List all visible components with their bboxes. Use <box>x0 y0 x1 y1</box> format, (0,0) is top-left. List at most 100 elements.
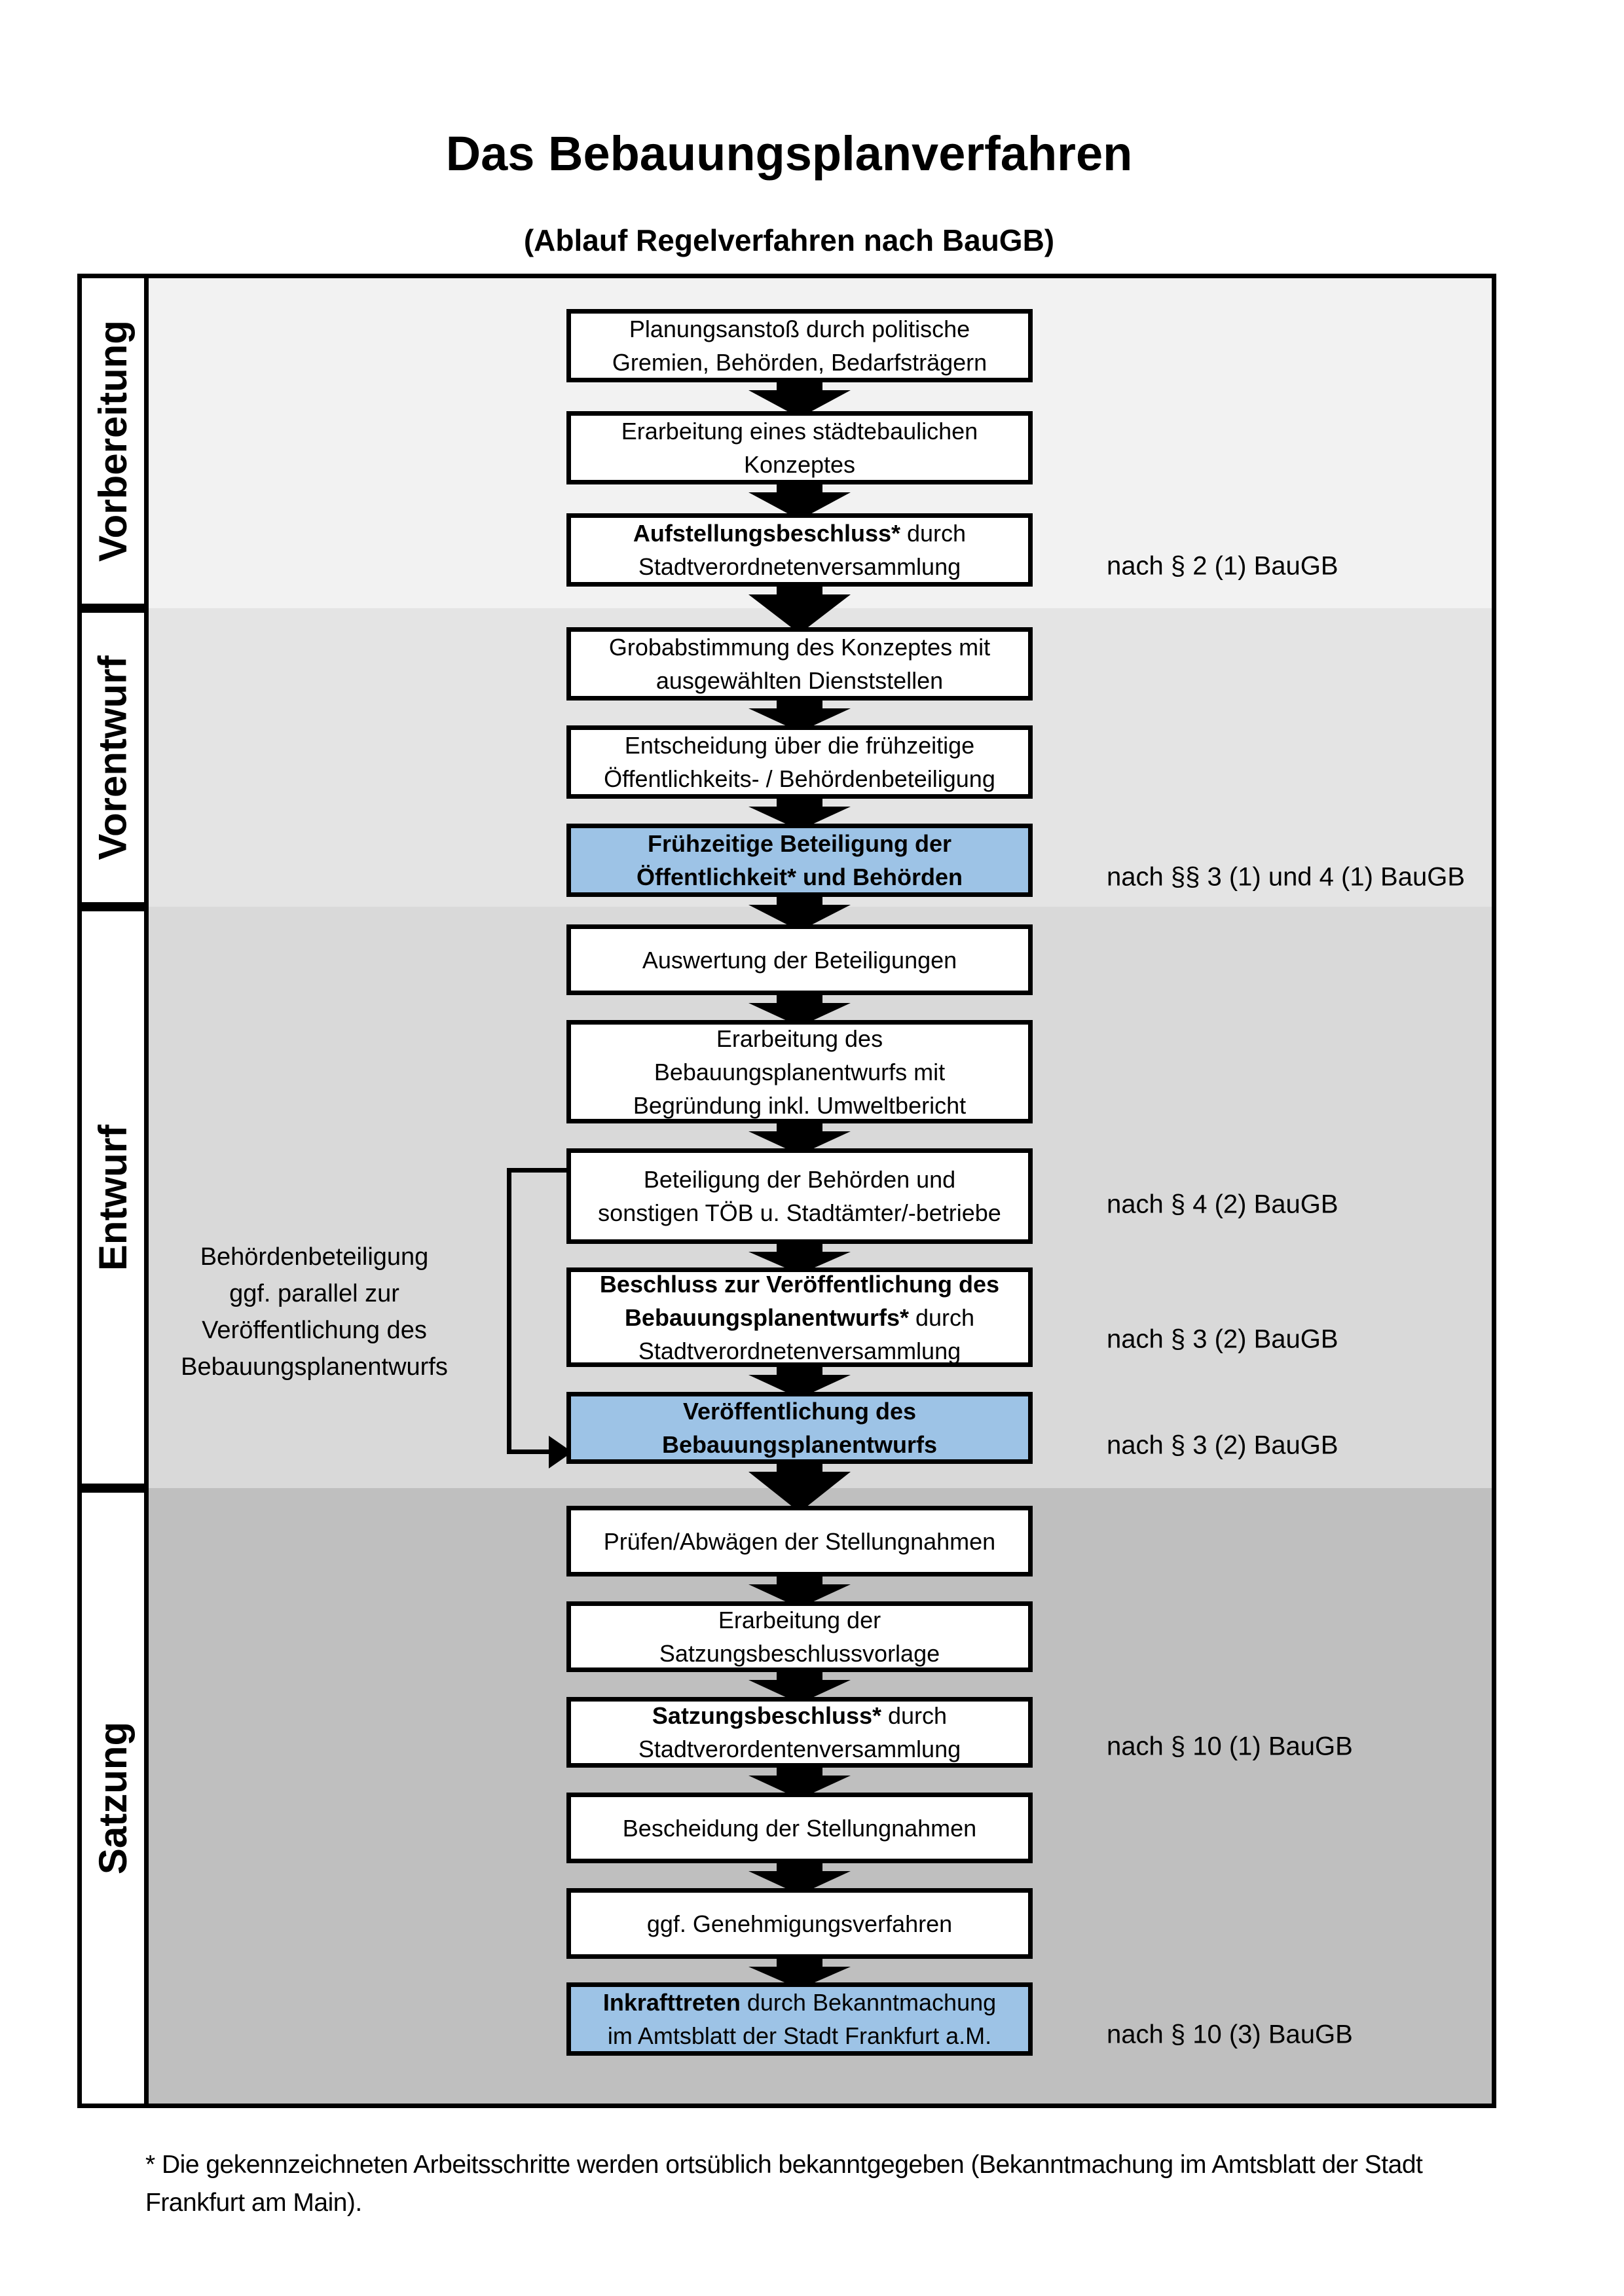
flow-box-text: durch <box>881 1702 948 1729</box>
flow-box-text-line: Bescheidung der Stellungnahmen <box>623 1812 976 1845</box>
flow-box-genehmigungsverfahren: ggf. Genehmigungsverfahren <box>566 1888 1033 1959</box>
flow-box-text: Beschluss zur Veröffentlichung des <box>599 1270 1000 1298</box>
legal-ref: nach § 3 (2) BauGB <box>1107 1430 1338 1460</box>
connector-stub-top <box>507 1168 566 1173</box>
phase-cell-vorentwurf: Vorentwurf <box>77 608 149 907</box>
phase-label: Vorbereitung <box>91 320 135 562</box>
flow-box-text: Frühzeitige Beteiligung der <box>647 830 952 857</box>
down-arrow-icon <box>748 1472 851 1512</box>
flow-box-text: ggf. Genehmigungsverfahren <box>646 1910 953 1937</box>
flow-box-text-line: Begründung inkl. Umweltbericht <box>633 1089 966 1122</box>
flow-box-text: Öffentlichkeits- / Behördenbeteiligung <box>604 765 995 792</box>
footnote-line: * Die gekennzeichneten Arbeitsschritte w… <box>145 2151 1423 2179</box>
legal-ref: nach § 10 (3) BauGB <box>1107 2020 1353 2049</box>
down-arrow-icon <box>777 1575 822 1586</box>
flow-box-text-line: Prüfen/Abwägen der Stellungnahmen <box>604 1525 995 1558</box>
flow-box-text-line: Satzungsbeschluss* durch <box>652 1699 947 1732</box>
legal-ref: nach § 4 (2) BauGB <box>1107 1190 1338 1219</box>
down-arrow-icon <box>777 797 822 808</box>
legal-ref: nach §§ 3 (1) und 4 (1) BauGB <box>1107 862 1465 892</box>
flow-box-text: Stadtverordnetenversammlung <box>638 553 961 580</box>
parallel-note-line: ggf. parallel zur <box>229 1280 399 1307</box>
flow-box-text-line: Öffentlichkeits- / Behördenbeteiligung <box>604 762 995 795</box>
flow-box-text-line: Bebauungsplanentwurfs <box>662 1428 937 1461</box>
flow-box-text: Konzeptes <box>743 451 856 478</box>
flow-box-text-line: Stadtverordentenversammlung <box>638 1732 961 1766</box>
flow-box-text: Öffentlichkeit* und Behörden <box>636 864 963 890</box>
legal-ref: nach § 10 (1) BauGB <box>1107 1732 1353 1761</box>
flow-box-text-line: ausgewählten Dienststellen <box>656 664 943 697</box>
down-arrow-icon <box>777 994 822 1004</box>
footnote: * Die gekennzeichneten Arbeitsschritte w… <box>145 2146 1534 2222</box>
flow-box-auswertung: Auswertung der Beteiligungen <box>566 924 1033 995</box>
flow-box-text-line: Beteiligung der Behörden und <box>644 1163 955 1196</box>
flow-box-text: Erarbeitung eines städtebaulichen <box>621 418 978 445</box>
flow-box-text: Inkrafttreten <box>602 1989 741 2016</box>
down-arrow-icon <box>777 1671 822 1681</box>
page-subtitle: (Ablauf Regelverfahren nach BauGB) <box>523 223 1055 257</box>
flow-box-text: Bescheidung der Stellungnahmen <box>622 1814 977 1842</box>
flow-box-text: Entscheidung über die frühzeitige <box>624 732 975 759</box>
phase-cell-satzung: Satzung <box>77 1488 149 2108</box>
flow-box-text-line: sonstigen TÖB u. Stadtämter/-betriebe <box>598 1196 1001 1230</box>
down-arrow-icon <box>777 699 822 710</box>
flow-box-text: Beteiligung der Behörden und <box>643 1166 956 1193</box>
phase-label: Vorentwurf <box>91 655 135 860</box>
flow-box-text: durch Bekanntmachung <box>740 1989 997 2016</box>
flow-box-text: Stadtverordentenversammlung <box>638 1736 961 1762</box>
flow-box-text-line: Erarbeitung des <box>716 1022 883 1055</box>
flow-box-pruefen-abwaegen: Prüfen/Abwägen der Stellungnahmen <box>566 1506 1033 1576</box>
down-arrow-icon <box>777 1862 822 1872</box>
flow-box-text: Satzungsbeschluss* <box>652 1702 882 1729</box>
flow-box-text: durch <box>900 520 967 547</box>
flow-box-text: im Amtsblatt der Stadt Frankfurt a.M. <box>607 2022 992 2049</box>
down-arrow-icon <box>777 896 822 906</box>
flow-box-text-line: Entscheidung über die frühzeitige <box>625 729 974 762</box>
flow-box-text: Auswertung der Beteiligungen <box>642 946 957 974</box>
flow-box-text-line: Stadtverordnetenversammlung <box>638 1334 961 1368</box>
down-arrow-icon <box>777 381 822 392</box>
flow-box-text: Prüfen/Abwägen der Stellungnahmen <box>603 1527 996 1555</box>
flow-box-text-line: Stadtverordnetenversammlung <box>638 550 961 583</box>
flow-box-text-line: Erarbeitung der <box>718 1603 881 1637</box>
flow-box-beteiligung-behoerden: Beteiligung der Behörden und sonstigen TÖ… <box>566 1148 1033 1244</box>
down-arrow-icon <box>777 1958 822 1968</box>
flow-box-text: Bebauungsplanentwurfs <box>661 1431 938 1458</box>
page-title: Das Bebauungsplanverfahren <box>445 126 1133 181</box>
flow-box-text-line: Inkrafttreten durch Bekanntmachung <box>603 1986 996 2019</box>
down-arrow-icon <box>777 483 822 494</box>
flow-box-text: Gremien, Behörden, Bedarfsträgern <box>612 349 987 376</box>
flow-box-text: Planungsanstoß durch politische <box>629 316 970 342</box>
flow-box-text-line: Veröffentlichung des <box>683 1394 916 1428</box>
flow-box-text-line: Satzungsbeschlussvorlage <box>659 1637 940 1670</box>
flow-box-text-line: ggf. Genehmigungsverfahren <box>647 1907 952 1941</box>
phase-cell-entwurf: Entwurf <box>77 907 149 1488</box>
flow-box-text: Satzungsbeschlussvorlage <box>659 1640 940 1667</box>
flow-box-text-line: Grobabstimmung des Konzeptes mit <box>609 630 990 664</box>
flow-box-text: Erarbeitung der <box>718 1607 881 1633</box>
flow-box-text: Aufstellungsbeschluss* <box>633 520 901 547</box>
down-arrow-icon <box>777 1122 822 1133</box>
connector-stub-bottom <box>507 1449 550 1454</box>
flow-box-text-line: Erarbeitung eines städtebaulichen <box>621 414 978 448</box>
down-arrow-icon <box>777 1366 822 1376</box>
flow-box-text-line: Konzeptes <box>744 448 855 481</box>
flow-box-text: durch <box>908 1303 975 1331</box>
flow-box-text-line: Gremien, Behörden, Bedarfsträgern <box>612 346 987 379</box>
legal-ref: nach § 2 (1) BauGB <box>1107 551 1338 581</box>
phase-label: Satzung <box>91 1721 136 1875</box>
flow-box-inkrafttreten: Inkrafttreten durch Bekanntmachung im Amt… <box>566 1982 1033 2056</box>
legal-ref: nach § 3 (2) BauGB <box>1107 1324 1338 1354</box>
down-arrow-icon <box>777 1766 822 1777</box>
